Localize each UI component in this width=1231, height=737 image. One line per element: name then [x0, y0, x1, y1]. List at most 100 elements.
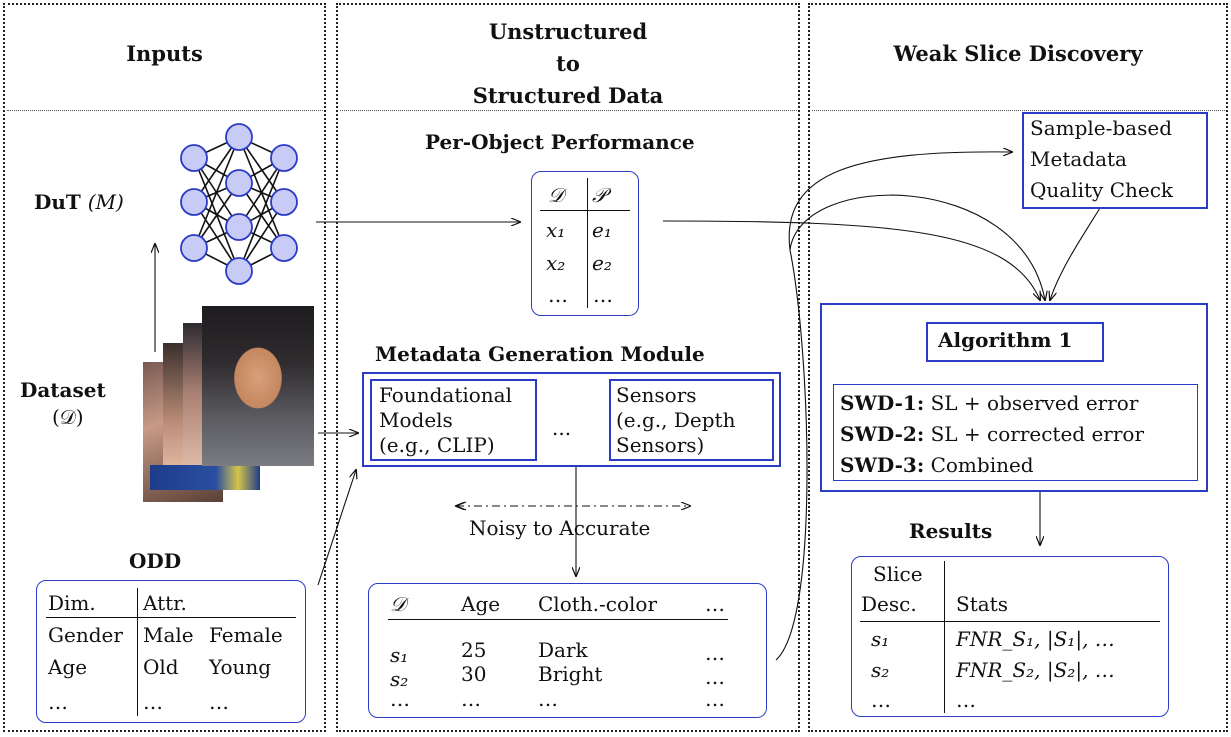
- odd-header-dim: Dim.: [48, 591, 96, 615]
- results-row3-stats: …: [956, 688, 976, 712]
- odd-title: ODD: [129, 549, 182, 573]
- foundational-line1: Foundational: [379, 383, 512, 407]
- per-object-row1-x: x₁: [546, 218, 566, 242]
- odd-col-divider: [137, 588, 138, 716]
- metadata-row2-s: s₂: [390, 667, 409, 691]
- metadata-row1-age: 25: [461, 638, 487, 662]
- metadata-table-box: [368, 583, 767, 718]
- results-header-desc: Desc.: [861, 592, 917, 616]
- per-object-row3-x: …: [548, 283, 568, 307]
- inputs-column-border: [3, 3, 326, 732]
- odd-row3-dim: …: [48, 690, 68, 714]
- quality-check-box: [1022, 112, 1208, 209]
- metadata-row3-more: …: [705, 687, 725, 711]
- odd-row1-val2: Female: [209, 623, 283, 647]
- swd-1-text: SL + observed error: [930, 391, 1139, 415]
- quality-check-line1: Sample-based: [1030, 116, 1173, 140]
- per-object-header-d: 𝒟: [548, 183, 564, 207]
- quality-check-line3: Quality Check: [1030, 178, 1174, 202]
- results-header-stats: Stats: [956, 592, 1008, 616]
- swd-2-row: SWD-2: SL + corrected error: [840, 422, 1144, 447]
- per-object-table-box: [531, 171, 639, 316]
- dataset-label: Dataset: [20, 378, 106, 402]
- results-table-box: [851, 556, 1169, 717]
- metadata-row1-more: …: [705, 641, 725, 665]
- swd-list-box: [833, 384, 1198, 481]
- right-column-border: [808, 3, 1228, 732]
- foundational-models-box: [370, 379, 537, 461]
- foundational-line3: (e.g., CLIP): [379, 433, 495, 457]
- dut-label: DuT (M): [34, 190, 124, 214]
- per-object-header-p: 𝒫: [592, 183, 607, 207]
- results-row2-slice: s₂: [871, 658, 890, 682]
- unstructured-header-line1: Unstructured: [488, 19, 648, 44]
- per-object-row2-x: x₂: [546, 251, 566, 275]
- unstructured-header-line3: Structured Data: [472, 83, 664, 108]
- results-row3-slice: …: [871, 688, 891, 712]
- network-nodes: [180, 123, 298, 285]
- metadata-header-d: 𝒟: [390, 592, 406, 616]
- dataset-image-bottom-strip: [150, 465, 260, 490]
- results-row2-stats: FNR_S₂, |S₂|, …: [956, 658, 1115, 682]
- sensors-line2: (e.g., Depth: [616, 408, 736, 432]
- algorithm-title: Algorithm 1: [938, 328, 1073, 352]
- swd-2-text: SL + corrected error: [930, 422, 1145, 446]
- metadata-header-age: Age: [461, 592, 501, 616]
- header-separator-middle: [340, 110, 797, 111]
- metadata-row1-cloth: Dark: [538, 638, 588, 662]
- unstructured-header-line2: to: [556, 51, 580, 76]
- middle-column-border: [336, 3, 800, 732]
- algorithm-title-box: [926, 322, 1104, 362]
- metadata-row2-age: 30: [461, 662, 487, 686]
- results-row1-slice: s₁: [871, 627, 890, 651]
- metadata-row1-s: s₁: [390, 643, 409, 667]
- header-separator-right: [812, 110, 1225, 111]
- metadata-row3-cloth: …: [538, 687, 558, 711]
- header-separator-left: [7, 110, 323, 111]
- per-object-col-divider: [587, 178, 588, 308]
- metadata-module-title: Metadata Generation Module: [375, 342, 705, 366]
- results-col-divider: [944, 561, 945, 713]
- odd-row2-val2: Young: [209, 655, 272, 679]
- sensors-line3: Sensors): [616, 433, 705, 457]
- metadata-header-rule: [388, 619, 728, 620]
- swd-2-tag: SWD-2:: [840, 422, 925, 446]
- odd-header-attr: Attr.: [143, 591, 187, 615]
- dataset-image-front-face: [202, 306, 314, 466]
- swd-1-tag: SWD-1:: [840, 391, 925, 415]
- odd-row3-val2: …: [209, 690, 229, 714]
- swd-1-row: SWD-1: SL + observed error: [840, 391, 1138, 416]
- per-object-row2-e: e₂: [592, 251, 612, 275]
- inputs-header: Inputs: [126, 41, 203, 66]
- odd-row1-val1: Male: [143, 623, 194, 647]
- odd-table-box: [36, 580, 306, 723]
- results-header-rule: [860, 621, 1160, 622]
- swd-3-tag: SWD-3:: [840, 453, 925, 477]
- results-row1-stats: FNR_S₁, |S₁|, …: [956, 627, 1115, 651]
- results-title: Results: [909, 519, 993, 543]
- metadata-header-cloth: Cloth.-color: [538, 592, 658, 616]
- odd-row1-dim: Gender: [48, 623, 123, 647]
- per-object-title: Per-Object Performance: [425, 130, 695, 154]
- metadata-header-more: …: [705, 592, 725, 616]
- metadata-row2-more: …: [705, 665, 725, 689]
- odd-header-rule: [46, 617, 296, 618]
- dataset-symbol: (𝒟): [52, 405, 84, 429]
- odd-row3-val1: …: [143, 690, 163, 714]
- per-object-header-rule: [540, 210, 630, 211]
- noisy-to-accurate-label: Noisy to Accurate: [469, 516, 651, 540]
- metadata-row3-age: …: [461, 687, 481, 711]
- per-object-row1-e: e₁: [592, 218, 612, 242]
- quality-check-line2: Metadata: [1030, 147, 1127, 171]
- swd-3-text: Combined: [930, 453, 1034, 477]
- odd-row2-dim: Age: [48, 655, 88, 679]
- per-object-row3-e: …: [593, 283, 613, 307]
- foundational-line2: Models: [379, 408, 453, 432]
- metadata-module-ellipsis: ...: [552, 416, 572, 440]
- metadata-row3-s: …: [390, 687, 410, 711]
- swd-3-row: SWD-3: Combined: [840, 453, 1034, 478]
- wsd-header: Weak Slice Discovery: [893, 41, 1143, 66]
- metadata-row2-cloth: Bright: [538, 662, 603, 686]
- sensors-box: [609, 379, 774, 461]
